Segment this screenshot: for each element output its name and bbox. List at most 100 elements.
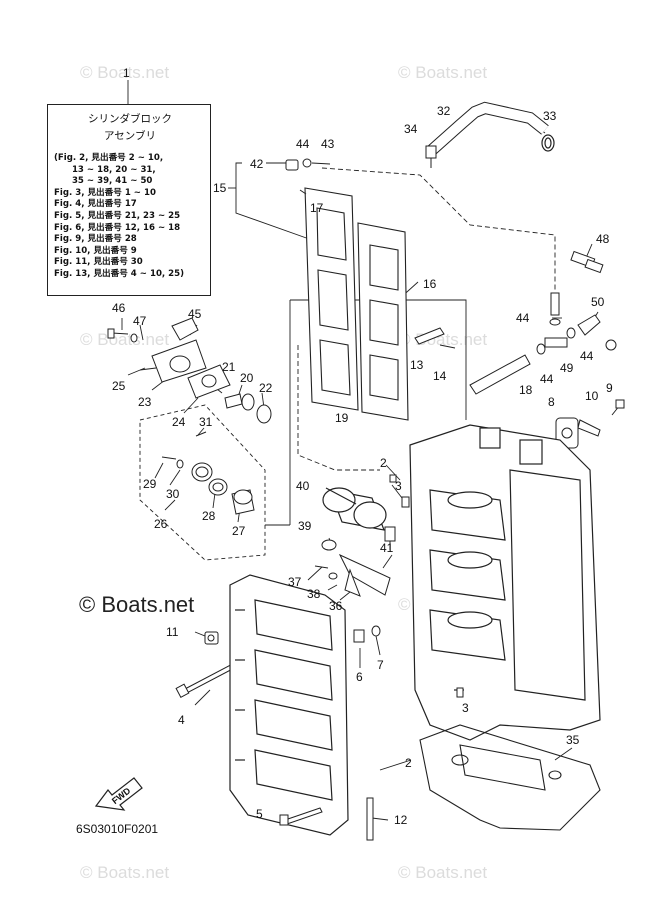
callout-17: 17 (310, 201, 324, 215)
hose-clamp-33 (541, 134, 555, 152)
legend-title-line2: アセンブリ (104, 130, 156, 142)
callout-46: 46 (112, 301, 126, 315)
watermark: © Boats.net (398, 863, 487, 882)
callout-44: 44 (516, 311, 530, 325)
fwd-arrow: FWD (94, 777, 143, 811)
hose-fittings (536, 292, 617, 355)
watermark: © Boats.net (80, 63, 169, 82)
callout-11: 11 (166, 625, 179, 639)
gasket-17 (304, 187, 359, 411)
callout-3: 3 (462, 701, 469, 715)
stud-12 (366, 797, 374, 841)
bracket-36 (314, 553, 391, 597)
callout-4: 4 (178, 713, 185, 727)
callout-21: 21 (222, 360, 236, 374)
watermark: © Boats.net (398, 63, 487, 82)
callout-2: 2 (380, 456, 387, 470)
callout-6: 6 (356, 670, 363, 684)
crankcase (229, 574, 349, 836)
callout-38: 38 (307, 587, 321, 601)
callout-8: 8 (548, 395, 555, 409)
callout-7: 7 (377, 658, 384, 672)
callout-26: 26 (154, 517, 168, 531)
fittings-42-43-44 (285, 158, 331, 195)
callout-22: 22 (259, 381, 273, 395)
callout-39: 39 (298, 519, 312, 533)
callout-37: 37 (288, 575, 302, 589)
callout-36: 36 (329, 599, 343, 613)
legend-box: シリンダブロック アセンブリ (Fig. 2, 見出番号 2 ~ 10, 13 … (47, 104, 211, 296)
callout-44: 44 (580, 349, 594, 363)
valve-group-26 (161, 456, 255, 515)
callout-18: 18 (519, 383, 533, 397)
nut-11 (204, 631, 219, 645)
callout-14: 14 (433, 369, 447, 383)
callout-42: 42 (250, 157, 264, 171)
callout-31: 31 (199, 415, 213, 429)
callout-28: 28 (202, 509, 216, 523)
legend-line: (Fig. 2, 見出番号 2 ~ 10, (54, 153, 164, 163)
callout-43: 43 (321, 137, 335, 151)
legend-title-line1: シリンダブロック (88, 113, 172, 125)
watermarks: © Boats.net © Boats.net © Boats.net © Bo… (80, 63, 487, 882)
callout-50: 50 (591, 295, 605, 309)
exhaust-cover-16 (357, 222, 409, 421)
legend-line: 13 ~ 18, 20 ~ 31, (54, 164, 156, 175)
cover-8 (555, 399, 625, 449)
callout-5: 5 (256, 807, 263, 821)
cylinder-block (409, 424, 601, 741)
watermark: © Boats.net (80, 330, 169, 349)
callout-44: 44 (540, 372, 554, 386)
dowel-pins (389, 474, 464, 698)
union-41 (384, 526, 396, 550)
callout-47: 47 (133, 314, 147, 328)
callout-34: 34 (404, 122, 418, 136)
callout-3: 3 (395, 479, 402, 493)
seal-39 (321, 539, 337, 551)
watermark: © Boats.net (80, 863, 169, 882)
legend-line: 35 ~ 39, 41 ~ 50 (54, 176, 153, 187)
callout-16: 16 (423, 277, 437, 291)
callout-1: 1 (123, 66, 130, 80)
gasket-35 (419, 724, 601, 831)
thermostat-parts (107, 317, 272, 437)
hose-joint-34 (425, 145, 437, 168)
callout-30: 30 (166, 487, 180, 501)
legend-line: Fig. 9, 見出番号 28 (54, 234, 137, 245)
legend-line: Fig. 6, 見出番号 12, 16 ~ 18 (54, 222, 181, 233)
callout-29: 29 (143, 477, 157, 491)
callout-24: 24 (172, 415, 186, 429)
bolt-6 (353, 625, 381, 643)
callouts: 1 2 2 3 3 4 5 6 7 8 9 10 11 12 13 14 15 … (112, 66, 613, 827)
leader-lines (121, 80, 599, 821)
watermark: © Boats.net (398, 330, 487, 349)
callout-44: 44 (296, 137, 310, 151)
callout-35: 35 (566, 733, 580, 747)
callout-33: 33 (543, 109, 557, 123)
callout-9: 9 (606, 381, 613, 395)
callout-15: 15 (213, 181, 227, 195)
clip-48 (570, 250, 604, 274)
legend-line: Fig. 4, 見出番号 17 (54, 199, 137, 210)
bracket-13 (414, 327, 456, 349)
legend-line: Fig. 5, 見出番号 21, 23 ~ 25 (54, 210, 181, 221)
oil-filter-40 (322, 487, 387, 531)
callout-19: 19 (335, 411, 349, 425)
legend-line: Fig. 13, 見出番号 4 ~ 10, 25) (54, 268, 185, 279)
legend-line: Fig. 10, 見出番号 9 (54, 245, 137, 256)
diagram-code: 6S03010F0201 (76, 822, 159, 836)
callout-49: 49 (560, 361, 574, 375)
callout-13: 13 (410, 358, 424, 372)
water-hose-32 (428, 101, 549, 155)
legend-lines: (Fig. 2, 見出番号 2 ~ 10, 13 ~ 18, 20 ~ 31, … (54, 153, 206, 281)
bolt-5 (279, 807, 323, 826)
watermark-dark: © Boats.net (79, 592, 194, 617)
callout-25: 25 (112, 379, 126, 393)
callout-32: 32 (437, 104, 451, 118)
callout-12: 12 (394, 813, 408, 827)
callout-45: 45 (188, 307, 202, 321)
bolt-4 (175, 659, 243, 698)
callout-10: 10 (585, 389, 599, 403)
callout-40: 40 (296, 479, 310, 493)
